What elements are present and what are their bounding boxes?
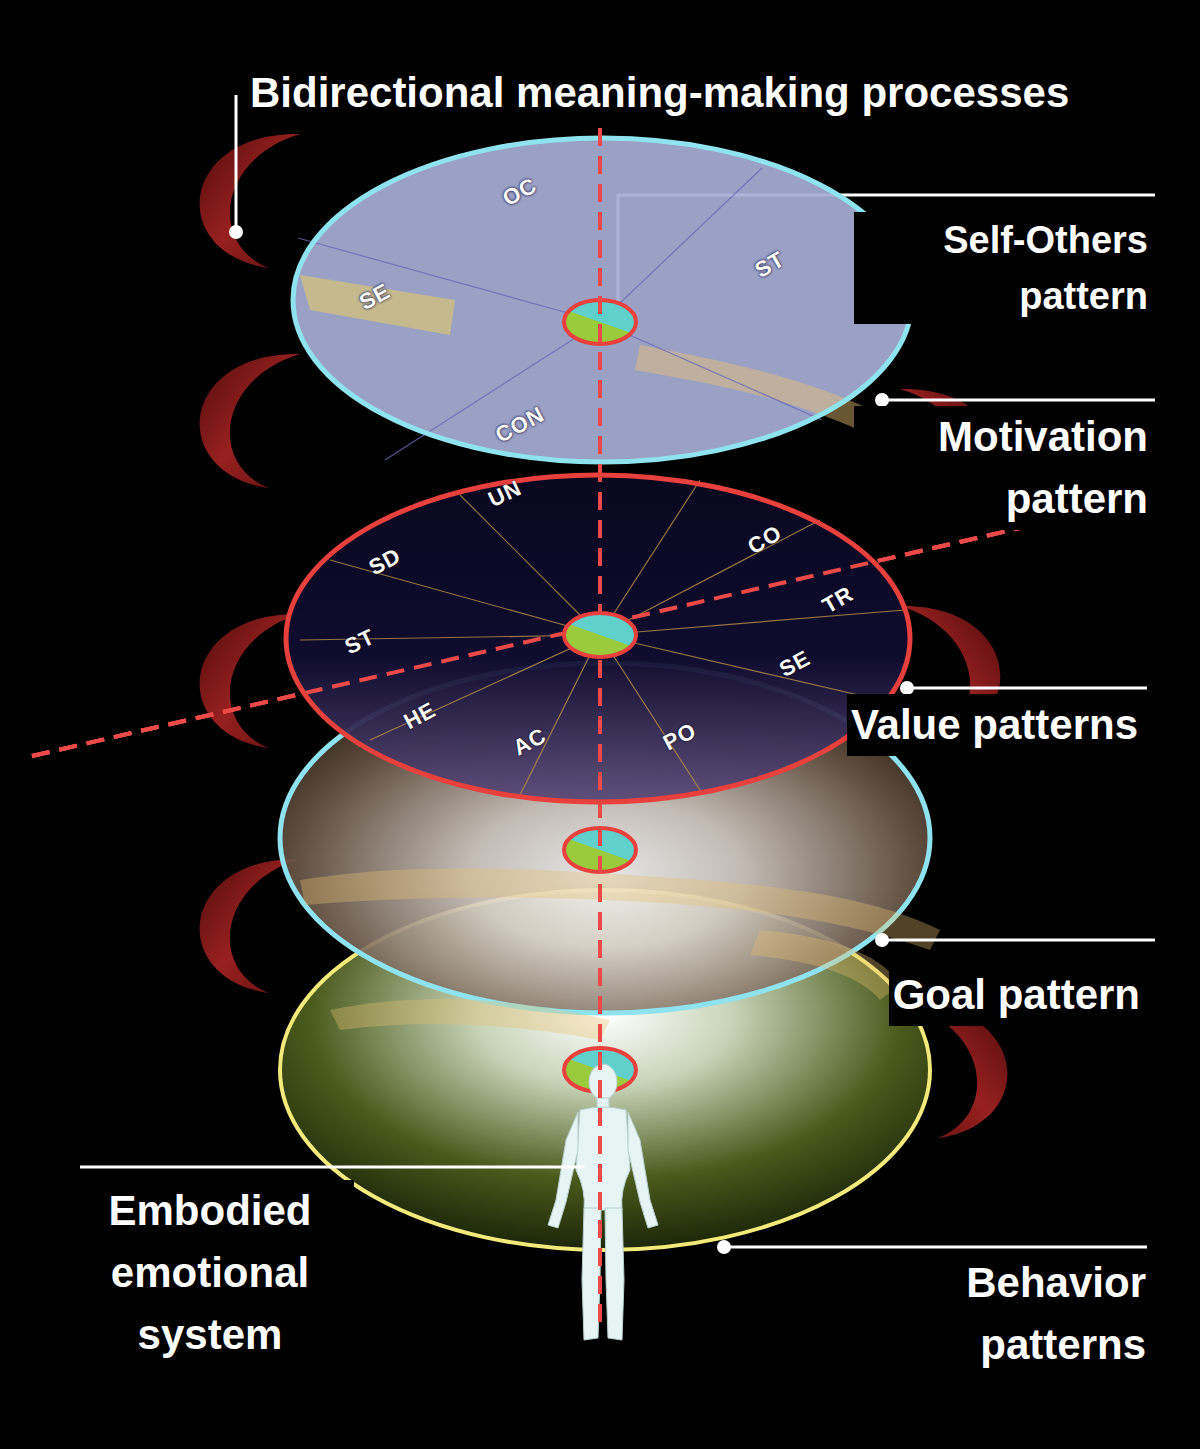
motivation-disc: OCSESTCON bbox=[290, 135, 915, 465]
self-others-pie bbox=[564, 613, 636, 657]
process-crescent bbox=[200, 354, 300, 488]
diagram-heading: Bidirectional meaning-making processes bbox=[246, 62, 1073, 124]
pattern-label: Goal pattern bbox=[889, 964, 1144, 1026]
pattern-label: Value patterns bbox=[847, 694, 1142, 756]
pattern-label: Motivation pattern bbox=[854, 406, 1152, 530]
process-crescent bbox=[200, 859, 300, 993]
pattern-label: Self-Others pattern bbox=[854, 212, 1152, 324]
ribbons bbox=[300, 868, 940, 1040]
process-crescent bbox=[200, 134, 300, 268]
value-disc: UNSDCOTRSTSEHEACPO bbox=[283, 472, 913, 805]
human-figure bbox=[548, 1064, 658, 1340]
system-label: Embodied emotional system bbox=[66, 1180, 354, 1366]
disc-shape bbox=[283, 472, 913, 805]
leader-lines bbox=[80, 95, 1155, 1247]
pattern-label: Behavior patterns bbox=[852, 1252, 1150, 1376]
